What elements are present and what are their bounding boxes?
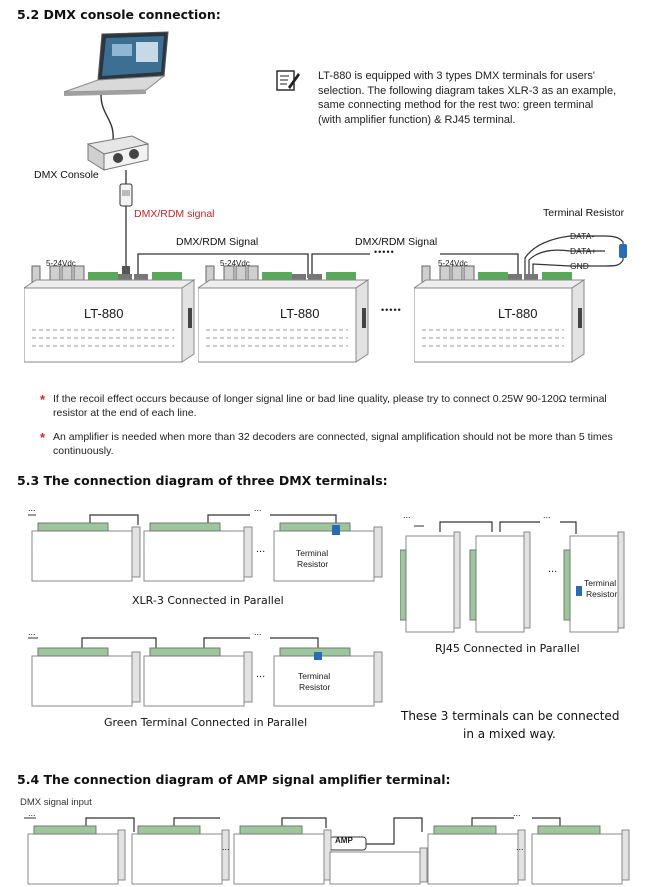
note-star-1: * (40, 392, 46, 407)
section-5-2-title: 5.2 DMX console connection: (17, 7, 221, 22)
green-dots-left: ... (28, 627, 36, 637)
signal-label-2: DMX/RDM Signal (355, 236, 438, 248)
rj45-caption: RJ45 Connected in Parallel (435, 642, 580, 655)
usb-cable (100, 95, 114, 141)
rj45-terminal: Terminal (584, 578, 617, 588)
lt880-device-3: 5-24Vdc LT-880 (412, 258, 586, 369)
green-dots-right: ... (254, 627, 262, 637)
xlr-parallel-diagram (28, 514, 383, 582)
rj45-resistor: Resistor (586, 589, 618, 599)
voltage-label-2: 5-24Vdc (220, 259, 250, 268)
rj45-parallel-diagram (400, 521, 625, 633)
device-name-2: LT-880 (280, 306, 320, 321)
amp-diagram (24, 817, 630, 885)
green-resistor: Resistor (299, 682, 331, 692)
xlr-terminal: Terminal (296, 548, 329, 558)
device-name-3: LT-880 (498, 306, 538, 321)
device-name-1: LT-880 (84, 306, 124, 321)
chain-dots-mid: ••••• (381, 305, 402, 315)
note-1: If the recoil effect occurs because of l… (53, 393, 607, 419)
amp-dots-1: ... (28, 808, 36, 818)
chain-dots-top: ••••• (374, 247, 395, 257)
section-5-3-title: 5.3 The connection diagram of three DMX … (17, 473, 388, 488)
green-ellipsis: ... (256, 668, 266, 680)
dmx-console-icon (86, 135, 150, 171)
signal-connection-lines (137, 253, 519, 278)
note-icon (276, 70, 300, 91)
note-star-2: * (40, 430, 46, 445)
dmx-input-label: DMX signal input (20, 797, 92, 808)
dmx-console-label: DMX Console (34, 169, 99, 181)
xlr-plug-icon (119, 170, 133, 276)
green-terminal: Terminal (298, 671, 331, 681)
section-5-4-title: 5.4 The connection diagram of AMP signal… (17, 772, 451, 787)
xlr-caption: XLR-3 Connected in Parallel (132, 594, 284, 607)
green-caption: Green Terminal Connected in Parallel (104, 716, 308, 729)
amp-dots-2: ... (222, 842, 230, 852)
xlr-ellipsis: ... (256, 543, 266, 555)
intro-paragraph: LT-880 is equipped with 3 types DMX term… (318, 70, 617, 126)
amp-label: AMP (335, 836, 353, 845)
lt880-device-1: 5-24Vdc LT-880 (22, 258, 196, 369)
voltage-label-3: 5-24Vdc (438, 259, 468, 268)
amp-dots-3: ... (513, 808, 521, 818)
mixed-note-line2: in a mixed way. (463, 727, 556, 741)
amp-dots-4: ... (516, 842, 524, 852)
rj45-dots-left: ... (403, 510, 411, 520)
rj45-ellipsis: ... (548, 563, 558, 575)
signal-label-1: DMX/RDM Signal (176, 236, 259, 248)
voltage-label-1: 5-24Vdc (46, 259, 76, 268)
rj45-dots-right: ... (543, 510, 551, 520)
dmx-rdm-signal-red: DMX/RDM signal (134, 208, 215, 220)
lt880-device-2: 5-24Vdc LT-880 (196, 258, 370, 369)
green-parallel-diagram (28, 637, 383, 707)
xlr-resistor: Resistor (297, 559, 329, 569)
note-2: An amplifier is needed when more than 32… (53, 431, 613, 457)
xlr-dots-right: ... (254, 503, 262, 513)
laptop-icon (63, 31, 169, 96)
terminal-resistor-wiring (524, 235, 627, 280)
mixed-note-line1: These 3 terminals can be connected (401, 709, 620, 723)
terminal-resistor-label: Terminal Resistor (543, 207, 625, 219)
xlr-dots-left: ... (28, 503, 36, 513)
